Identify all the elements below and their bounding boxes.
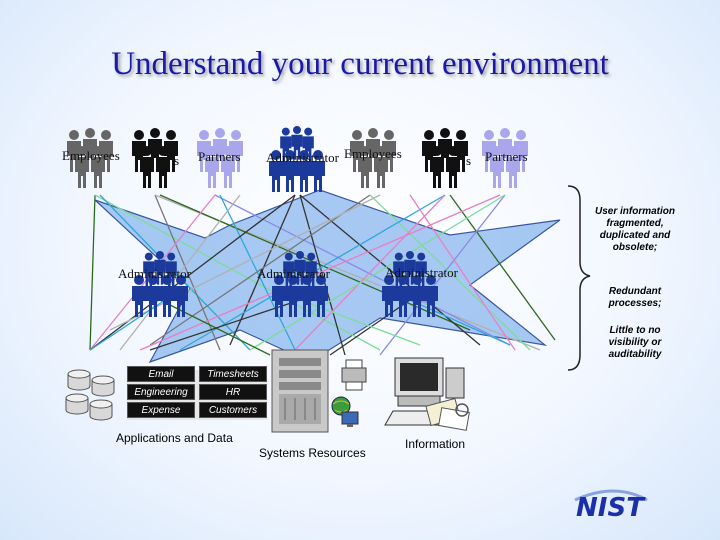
employees-label-right: Employees <box>344 146 402 161</box>
note-visibility: Little to no visibility or auditability <box>608 325 662 360</box>
small-monitor-icon <box>341 411 359 427</box>
employees-label-left: Employees <box>62 148 120 163</box>
computer-icon <box>384 357 465 426</box>
nist-logo-text: NIST <box>576 493 646 523</box>
administrator-label-middle-center: Administrator <box>257 266 330 281</box>
partners-label-left: Partners <box>198 149 241 164</box>
documents-icon <box>425 397 470 431</box>
slide-title: Understand your current environment <box>111 46 609 82</box>
app-cell-engineering: Engineering <box>127 384 195 400</box>
note-redundant: Redundant processes; <box>608 286 662 309</box>
server-icon <box>271 349 329 433</box>
app-cell-email: Email <box>127 366 195 382</box>
app-cell-customers: Customers <box>199 402 267 418</box>
nist-logo: NIST <box>574 489 648 523</box>
globe-icon <box>331 396 351 416</box>
database-icon <box>65 369 115 421</box>
administrator-label-top: Administrator <box>266 150 339 165</box>
applications-caption: Applications and Data <box>116 431 233 445</box>
administrator-label-middle-left: Administrator <box>118 266 191 281</box>
administrator-label-middle-right: Administrator <box>385 265 458 280</box>
information-caption: Information <box>405 437 466 451</box>
app-cell-expense: Expense <box>127 402 195 418</box>
app-cell-timesheets: Timesheets <box>199 366 267 382</box>
customers-crowd-right <box>422 128 468 188</box>
partners-label-right: Partners <box>485 149 528 164</box>
notes-brace <box>567 185 591 371</box>
app-cell-hr: HR <box>199 384 267 400</box>
note-fragmented: User information fragmented, duplicated … <box>594 206 675 253</box>
customers-crowd-left <box>132 128 178 188</box>
customers-label-left: s <box>174 153 180 168</box>
customers-label-right: s <box>466 153 472 168</box>
printer-icon <box>341 359 367 391</box>
systems-caption: Systems Resources <box>259 446 366 460</box>
